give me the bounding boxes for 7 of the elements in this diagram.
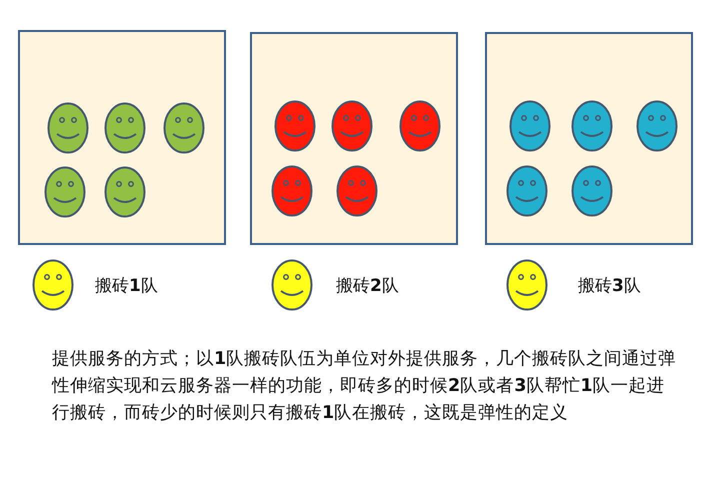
description-paragraph: 提供服务的方式；以1队搬砖队伍为单位对外提供服务，几个搬砖队之间通过弹性伸缩实现和云服务器一样的功能，即砖多的时候2队或者3队帮忙1队一起进行搬砖，而砖少的时候则只有搬砖1队在搬砖，这既是弹性的定义	[52, 348, 678, 425]
team-label: 搬砖2队	[336, 275, 399, 297]
team-box	[485, 32, 693, 245]
team-label: 搬砖1队	[95, 275, 158, 297]
team-label: 搬砖3队	[578, 275, 641, 297]
team-box	[18, 30, 226, 245]
team-box	[250, 32, 458, 245]
